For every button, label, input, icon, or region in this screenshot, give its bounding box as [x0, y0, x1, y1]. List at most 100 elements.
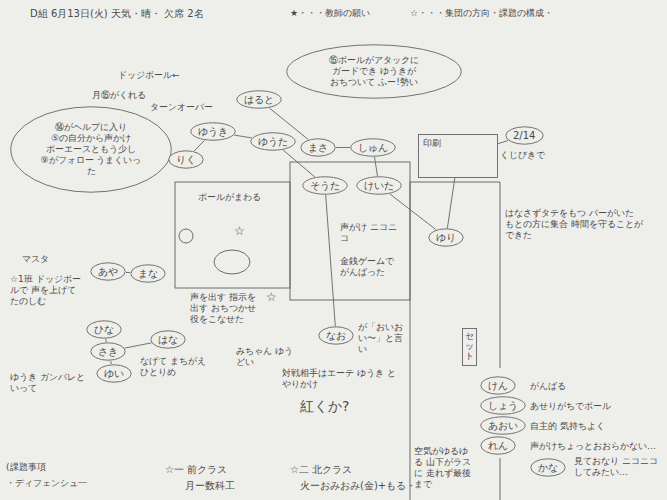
node-content: ひな: [94, 323, 114, 336]
node-text: ⑤の自分から声かけ: [37, 133, 145, 144]
node-text: ⑮ボールがアタックに: [315, 55, 433, 66]
node-content: 印刷: [423, 138, 441, 149]
note-text: 空気がゆるゆる 山下がラスに 走れず最後まで: [414, 446, 474, 490]
node-text: あや: [98, 265, 118, 278]
node-text: なお: [326, 329, 346, 342]
node-text: まな: [138, 267, 158, 280]
outline-ellipse: [11, 107, 171, 192]
node-content: あや: [98, 265, 118, 278]
note-text: 自主的 気持ちよく: [530, 421, 605, 432]
outline-ellipse: [287, 45, 461, 98]
node-text: ⑨がフォロー うまくいった: [37, 155, 145, 177]
name-circle: はると: [236, 90, 282, 109]
name-circle: さき: [90, 342, 126, 361]
name-circle: ゆうた: [250, 132, 296, 151]
node-text: りく: [176, 153, 196, 166]
outline-ellipse: [303, 177, 347, 194]
connector-line: [375, 157, 378, 176]
connector-line: [105, 339, 107, 342]
note-text: ☆: [266, 290, 277, 304]
outline-ellipse: [481, 397, 525, 414]
note-text: ☆: [234, 224, 245, 238]
node-content: そうた: [310, 179, 340, 192]
node-text: はると: [244, 93, 274, 106]
outline-ellipse: [169, 151, 203, 168]
node-text: あおい: [488, 419, 518, 432]
note-text: なげて まちがえ ひとりめ: [140, 356, 210, 378]
outline-ellipse: [319, 327, 353, 344]
node-text: さき: [98, 345, 118, 358]
outline-ellipse: [87, 321, 121, 338]
note-text: はなさずタテをもつ パーがいた もとの方に集合 時間を守ることができた: [505, 208, 645, 241]
connector-line: [498, 141, 508, 144]
note-text: 対戦相手はエーテ ゆうき とやりかけ: [282, 368, 402, 390]
note-text: みちゃん ゆうどい: [236, 346, 298, 368]
note-text: 金銭ゲームで がんばった: [340, 256, 402, 278]
outline-ellipse: [91, 343, 125, 360]
node-content: 2/14: [513, 129, 535, 142]
node-text: ゆうた: [258, 135, 288, 148]
node-text: けん: [488, 379, 508, 392]
node-text: まさ: [308, 141, 328, 154]
node-text: ⑭がヘルプに入り: [37, 122, 145, 133]
note-text: 声がけちょっとおおらかない…: [530, 441, 656, 452]
node-content: はると: [244, 93, 274, 106]
node-text: おちついて ふー!勢い: [315, 77, 433, 88]
outline-ellipse: [531, 459, 565, 476]
node-text: 印刷: [423, 138, 441, 149]
outline-ellipse: [351, 139, 395, 156]
note-text: くじびきで: [500, 150, 545, 161]
outline-ellipse: [301, 139, 335, 156]
node-content: さき: [98, 345, 118, 358]
connector-line: [234, 135, 251, 138]
name-circle: なお: [318, 326, 354, 345]
connector-line: [126, 272, 130, 273]
node-text: 2/14: [513, 129, 535, 142]
empty-circle: [179, 229, 193, 243]
node-text: ひな: [94, 323, 114, 336]
note-text: 見ておなり ニコニコしてみたい…: [574, 456, 659, 478]
connector-line: [194, 140, 204, 151]
node-content: しゅん: [358, 141, 388, 154]
node-text: れん: [488, 439, 508, 452]
note-text: ドッジボール←: [118, 70, 180, 81]
note-text: が「おいおい〜」と言い: [358, 322, 408, 355]
name-circle: けん: [480, 376, 516, 395]
node-text: ゆり: [436, 231, 456, 244]
outline-ellipse: [429, 229, 463, 246]
note-ellipse: ⑭がヘルプに入り⑤の自分から声かけボーエースともう少し⑨がフォロー うまくいった: [10, 106, 172, 193]
outline-ellipse: [151, 331, 185, 348]
node-text: ボーエースともう少し: [37, 144, 145, 155]
connector-line: [125, 343, 151, 348]
outline-rect: [463, 329, 477, 366]
note-text: あせりがちでボール: [530, 401, 611, 412]
node-content: かな: [538, 461, 558, 474]
node-content: ゆい: [104, 367, 124, 380]
note-text: ・ディフェンシュ一: [6, 478, 87, 489]
connector-line: [110, 361, 112, 364]
outline-ellipse: [191, 123, 235, 140]
connector-line: [336, 147, 350, 148]
name-circle: れん: [480, 436, 516, 455]
name-circle: しゅん: [350, 138, 396, 157]
node-content: まな: [138, 267, 158, 280]
note-text: 月⑮がくれる: [92, 90, 146, 101]
note-text: 紅くか?: [300, 398, 349, 415]
outline-ellipse: [506, 127, 543, 144]
node-content: あおい: [488, 419, 518, 432]
node-content: まさ: [308, 141, 328, 154]
node-content: ⑭がヘルプに入り⑤の自分から声かけボーエースともう少し⑨がフォロー うまくいった: [37, 122, 145, 177]
node-content: なお: [326, 329, 346, 342]
node-text: かな: [538, 461, 558, 474]
node-text: ゆうき: [198, 125, 228, 138]
node-text: ガードでき ゆうきが: [315, 66, 433, 77]
node-content: けん: [488, 379, 508, 392]
sheet-title: D組 6月13日(火) 天気・晴・ 欠席 2名: [30, 8, 204, 20]
node-text: はな: [158, 333, 178, 346]
outline-ellipse: [481, 377, 515, 394]
note-text: 月ー数科工: [185, 480, 235, 492]
legend-entry: ☆・・・集団の方向・課題の構成・: [410, 8, 553, 19]
node-text: ゆい: [104, 367, 124, 380]
outline-ellipse: [97, 365, 131, 382]
connector-line: [326, 195, 336, 326]
